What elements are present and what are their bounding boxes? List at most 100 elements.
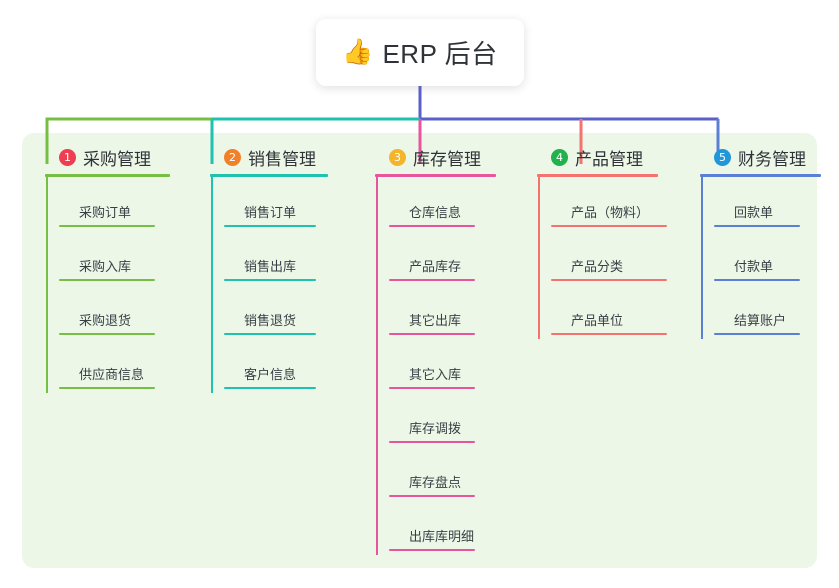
leaf-underline (389, 279, 475, 281)
leaf-label: 仓库信息 (409, 205, 462, 220)
leaf-label: 采购入库 (79, 259, 132, 274)
leaf-node[interactable]: 客户信息 (224, 339, 328, 393)
branch-title: 库存管理 (413, 149, 481, 169)
branch-underline (45, 174, 170, 177)
leaf-underline (59, 387, 155, 389)
leaf-underline (224, 225, 316, 227)
leaf-underline (389, 549, 475, 551)
leaf-underline (714, 225, 800, 227)
leaf-label: 结算账户 (734, 313, 787, 328)
branch-underline (537, 174, 658, 177)
branch-column-4: 4 产品管理产品（物料） 产品分类产品单位 (537, 145, 667, 339)
leaf-label: 回款单 (734, 205, 774, 220)
branch-number-badge: 3 (389, 148, 406, 166)
branch-children: 产品（物料） 产品分类产品单位 (537, 177, 667, 339)
leaf-node[interactable]: 产品单位 (551, 285, 667, 339)
leaf-node[interactable]: 库存盘点 (389, 447, 496, 501)
branch-number-badge: 2 (224, 148, 241, 166)
leaf-underline (59, 333, 155, 335)
leaf-label: 付款单 (734, 259, 774, 274)
leaf-label: 库存调拨 (409, 421, 462, 436)
branch-header-4[interactable]: 4 产品管理 (537, 145, 658, 169)
leaf-underline (389, 333, 475, 335)
branch-column-2: 2 销售管理销售订单销售出库销售退货客户信息 (210, 145, 328, 393)
branch-spine (538, 177, 540, 339)
leaf-label: 出库库明细 (409, 529, 475, 544)
leaf-label: 销售订单 (244, 205, 297, 220)
branch-title: 采购管理 (83, 149, 151, 169)
branch-children: 采购订单采购入库采购退货供应商信息 (45, 177, 170, 393)
branch-underline (375, 174, 496, 177)
leaf-node[interactable]: 其它入库 (389, 339, 496, 393)
branch-children: 回款单付款单结算账户 (700, 177, 821, 339)
leaf-underline (551, 225, 667, 227)
leaf-node[interactable]: 其它出库 (389, 285, 496, 339)
leaf-underline (551, 333, 667, 335)
leaf-node[interactable]: 采购入库 (59, 231, 170, 285)
leaf-node[interactable]: 销售退货 (224, 285, 328, 339)
leaf-node[interactable]: 出库库明细 (389, 501, 496, 555)
leaf-underline (389, 441, 475, 443)
leaf-label: 销售出库 (244, 259, 297, 274)
leaf-underline (551, 279, 667, 281)
leaf-node[interactable]: 库存调拨 (389, 393, 496, 447)
leaf-label: 产品单位 (571, 313, 624, 328)
branch-spine (211, 177, 213, 393)
leaf-node[interactable]: 销售订单 (224, 177, 328, 231)
root-node[interactable]: 👍 ERP 后台 (316, 19, 524, 86)
leaf-underline (714, 333, 800, 335)
branch-title: 产品管理 (575, 149, 643, 169)
leaf-underline (224, 387, 316, 389)
branch-spine (701, 177, 703, 339)
leaf-node[interactable]: 采购订单 (59, 177, 170, 231)
leaf-underline (389, 225, 475, 227)
leaf-node[interactable]: 结算账户 (714, 285, 821, 339)
leaf-underline (59, 225, 155, 227)
branch-number-badge: 4 (551, 148, 568, 166)
leaf-node[interactable]: 回款单 (714, 177, 821, 231)
branch-spine (46, 177, 48, 393)
branch-children: 销售订单销售出库销售退货客户信息 (210, 177, 328, 393)
branch-column-3: 3 库存管理仓库信息产品库存其它出库其它入库库存调拨库存盘点出库库明细 (375, 145, 496, 555)
leaf-label: 产品（物料） (571, 205, 650, 220)
leaf-underline (59, 279, 155, 281)
leaf-underline (389, 387, 475, 389)
thumbs-up-icon: 👍 (342, 38, 374, 66)
branch-title: 销售管理 (248, 149, 316, 169)
leaf-underline (224, 279, 316, 281)
root-node-title: ERP 后台 (382, 39, 498, 69)
branch-number-badge: 5 (714, 148, 731, 166)
branch-underline (700, 174, 821, 177)
branch-column-1: 1 采购管理采购订单采购入库采购退货供应商信息 (45, 145, 170, 393)
leaf-node[interactable]: 销售出库 (224, 231, 328, 285)
branch-header-3[interactable]: 3 库存管理 (375, 145, 496, 169)
leaf-label: 产品分类 (571, 259, 624, 274)
branch-header-5[interactable]: 5 财务管理 (700, 145, 821, 169)
leaf-node[interactable]: 供应商信息 (59, 339, 170, 393)
leaf-label: 其它入库 (409, 367, 462, 382)
leaf-underline (389, 495, 475, 497)
leaf-underline (714, 279, 800, 281)
branch-children: 仓库信息产品库存其它出库其它入库库存调拨库存盘点出库库明细 (375, 177, 496, 555)
leaf-node[interactable]: 产品（物料） (551, 177, 667, 231)
branch-header-2[interactable]: 2 销售管理 (210, 145, 328, 169)
leaf-node[interactable]: 产品库存 (389, 231, 496, 285)
branch-title: 财务管理 (738, 149, 806, 169)
leaf-label: 其它出库 (409, 313, 462, 328)
leaf-label: 产品库存 (409, 259, 462, 274)
leaf-label: 供应商信息 (79, 367, 145, 382)
leaf-label: 库存盘点 (409, 475, 462, 490)
branch-column-5: 5 财务管理回款单付款单结算账户 (700, 145, 821, 339)
leaf-node[interactable]: 仓库信息 (389, 177, 496, 231)
branch-spine (376, 177, 378, 555)
leaf-label: 采购订单 (79, 205, 132, 220)
leaf-node[interactable]: 采购退货 (59, 285, 170, 339)
leaf-label: 销售退货 (244, 313, 297, 328)
branch-header-1[interactable]: 1 采购管理 (45, 145, 170, 169)
leaf-label: 客户信息 (244, 367, 297, 382)
branch-number-badge: 1 (59, 148, 76, 166)
leaf-label: 采购退货 (79, 313, 132, 328)
leaf-underline (224, 333, 316, 335)
leaf-node[interactable]: 产品分类 (551, 231, 667, 285)
leaf-node[interactable]: 付款单 (714, 231, 821, 285)
